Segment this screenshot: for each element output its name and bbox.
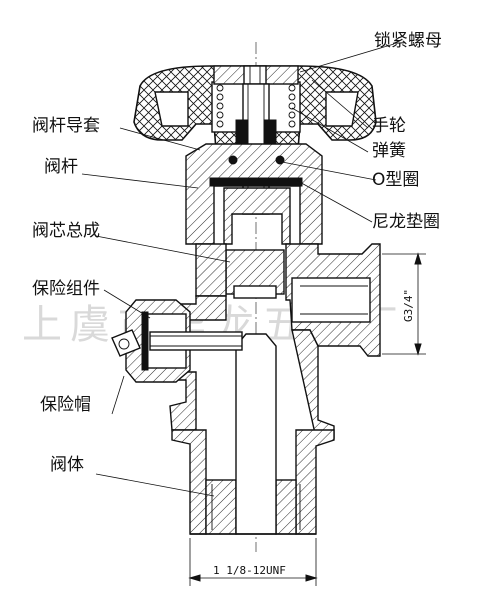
label-safety-assembly: 保险组件 xyxy=(32,279,100,299)
label-stem: 阀杆 xyxy=(44,157,78,177)
safety-assembly xyxy=(125,299,243,383)
leader-lines xyxy=(81,43,395,497)
lock-nut xyxy=(213,65,299,85)
spring xyxy=(216,84,296,128)
label-o-ring: O型圈 xyxy=(372,170,419,190)
valve-body xyxy=(159,243,381,535)
label-handwheel: 手轮 xyxy=(372,116,406,136)
label-stem-guide: 阀杆导套 xyxy=(32,116,100,136)
label-spring: 弹簧 xyxy=(372,141,406,161)
dimension-outlet: G3/4" xyxy=(382,252,426,356)
label-valve-body: 阀体 xyxy=(50,455,84,475)
dimension-inlet: 1 1/8-12UNF xyxy=(188,538,318,586)
label-safety-cap: 保险帽 xyxy=(40,395,91,415)
valve-core xyxy=(223,187,291,299)
label-nylon-gasket: 尼龙垫圈 xyxy=(372,212,440,232)
label-lock-nut: 锁紧螺母 xyxy=(374,31,442,51)
inlet-thread-dim: 1 1/8-12UNF xyxy=(213,564,286,577)
safety-cap xyxy=(111,329,141,357)
label-valve-core: 阀芯总成 xyxy=(32,221,100,241)
outlet-thread-dim: G3/4" xyxy=(402,289,415,322)
